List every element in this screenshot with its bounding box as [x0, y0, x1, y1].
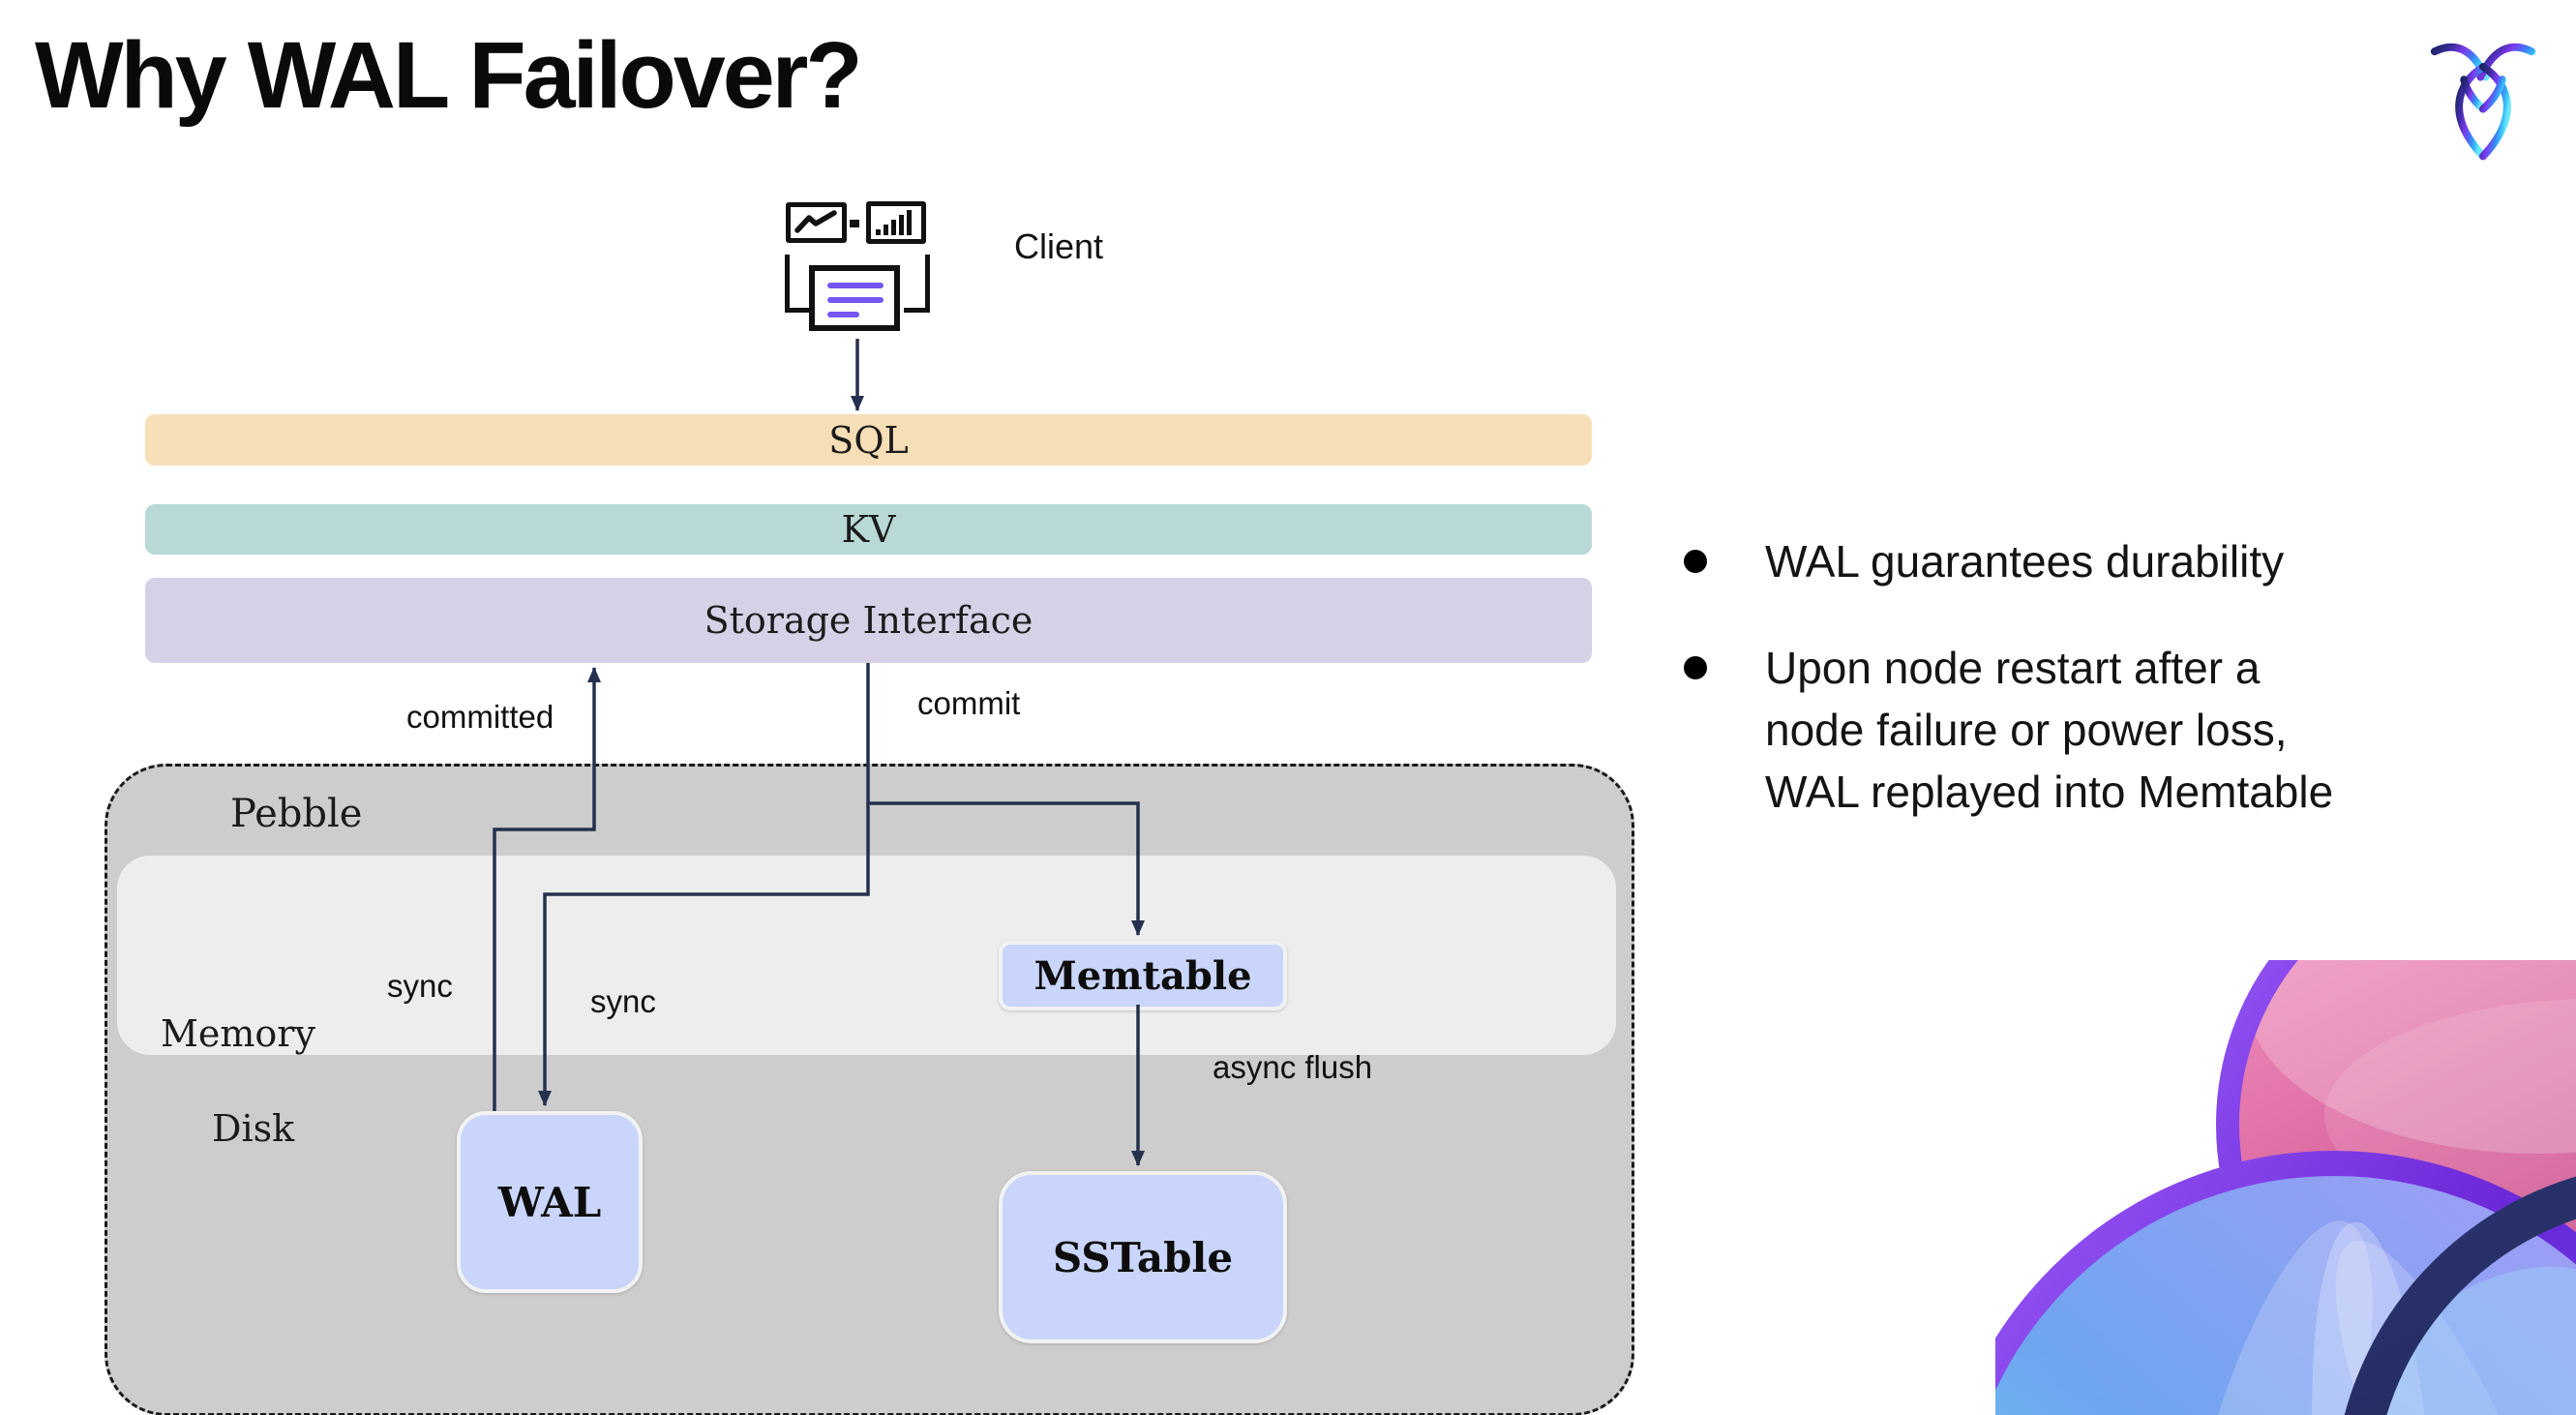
- sync-right-edge-label: sync: [590, 983, 656, 1019]
- memtable-label: Memtable: [1033, 952, 1252, 999]
- bracket-left-icon: [785, 255, 811, 313]
- dash-icon: [850, 220, 859, 227]
- wal-label: WAL: [497, 1178, 602, 1226]
- layer-sql: SQL: [145, 414, 1592, 466]
- memory-region: [117, 856, 1616, 1055]
- architecture-diagram: Client SQL KV Storage Interface Pebble M…: [105, 201, 1634, 1415]
- layer-kv-label: KV: [841, 508, 896, 551]
- bar-chart-icon: [866, 201, 926, 244]
- bullet-list: WAL guarantees durability Upon node rest…: [1672, 530, 2504, 867]
- brand-art: [1995, 960, 2576, 1415]
- sstable-label: SSTable: [1052, 1233, 1234, 1281]
- layer-storage-label: Storage Interface: [704, 599, 1033, 642]
- bullet-item: WAL guarantees durability: [1672, 530, 2504, 592]
- line-chart-icon: [786, 202, 847, 243]
- bullet-line: WAL replayed into Memtable: [1765, 767, 2334, 817]
- disk-label: Disk: [212, 1107, 295, 1150]
- bullet-line: Upon node restart after a: [1765, 643, 2261, 693]
- layer-storage-interface: Storage Interface: [145, 578, 1592, 663]
- layer-sql-label: SQL: [828, 418, 909, 462]
- sync-left-edge-label: sync: [387, 968, 453, 1004]
- wal-node: WAL: [457, 1111, 643, 1293]
- document-icon: [809, 265, 900, 331]
- sstable-node: SSTable: [999, 1171, 1287, 1343]
- commit-edge-label: commit: [917, 685, 1021, 721]
- bullet-line: node failure or power loss,: [1765, 705, 2288, 755]
- pebble-label: Pebble: [230, 792, 363, 836]
- bracket-right-icon: [904, 255, 930, 313]
- async-flush-edge-label: async flush: [1213, 1049, 1373, 1085]
- cockroachdb-logo-icon: [2430, 43, 2536, 161]
- memory-label: Memory: [161, 1012, 315, 1055]
- bullet-item: Upon node restart after a node failure o…: [1672, 637, 2504, 823]
- memtable-node: Memtable: [999, 941, 1287, 1010]
- layer-kv: KV: [145, 504, 1592, 555]
- page-title: Why WAL Failover?: [35, 22, 863, 128]
- bullet-line: WAL guarantees durability: [1765, 536, 2285, 587]
- committed-edge-label: committed: [406, 699, 554, 735]
- client-label: Client: [1014, 226, 1104, 266]
